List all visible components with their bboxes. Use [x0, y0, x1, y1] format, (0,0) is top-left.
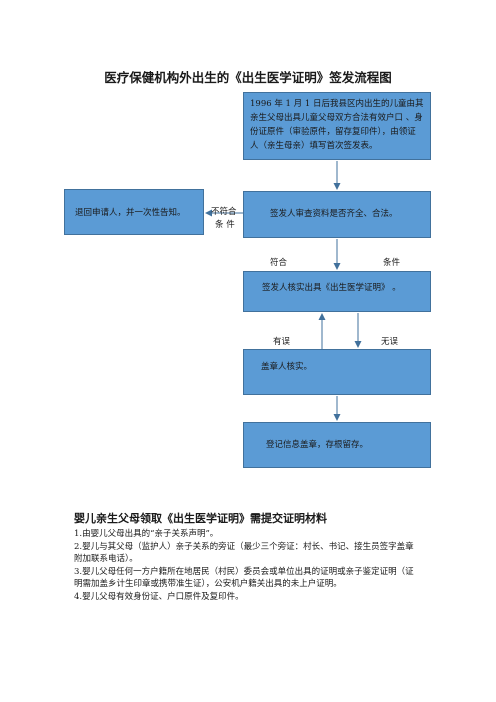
list-item: 3.婴儿父母任何一方户籍所在地居民（村民）委员会或单位出具的证明或亲子鉴定证明（…: [74, 566, 414, 590]
flow-step-review: 签发人审查资料是否齐全、合法。: [243, 191, 431, 238]
flow-step-issue: 签发人核实出具《出生医学证明》 。: [243, 271, 431, 312]
list-item: 2.婴儿与其父母（监护人）亲子关系的旁证（最少三个旁证：村长、书记、接生员签字盖…: [74, 541, 414, 565]
list-item: 1.由婴儿父母出具的“亲子关系声明”。: [74, 529, 219, 539]
label-error: 有误: [273, 337, 291, 347]
materials-list: 1.由婴儿父母出具的“亲子关系声明”。 2.婴儿与其父母（监护人）亲子关系的旁证…: [74, 528, 422, 603]
flow-step-application: 1996 年 1 月 1 日后我县区内出生的儿童由其亲生父母出具儿童父母双方合法…: [243, 92, 431, 160]
flow-step-reject: 退回申请人，并一次性告知。: [64, 189, 204, 235]
flow-step-register: 登记信息盖章，存根留存。: [243, 422, 431, 468]
label-not-qualified-2: 条 件: [215, 220, 235, 230]
page-title: 医疗保健机构外出生的《出生医学证明》签发流程图: [104, 70, 392, 85]
materials-heading: 婴儿亲生父母领取《出生医学证明》需提交证明材料: [74, 512, 327, 525]
label-qualified-1: 符合: [270, 258, 288, 268]
flow-step-stamp-check: 盖章人核实。: [243, 349, 431, 395]
list-item: 4.婴儿父母有效身份证、户口原件及复印件。: [74, 591, 244, 602]
label-qualified-2: 条件: [383, 258, 401, 268]
label-ok: 无误: [381, 337, 399, 347]
label-not-qualified-1: 不符合: [211, 207, 237, 217]
